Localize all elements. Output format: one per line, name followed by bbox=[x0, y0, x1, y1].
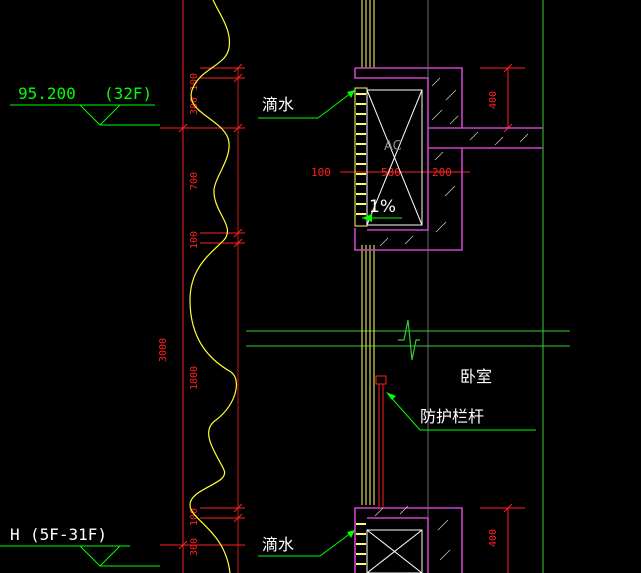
level-bottom-elevation: H bbox=[10, 525, 20, 544]
curtain-wave-line bbox=[189, 0, 238, 573]
dim-h-1: 100 bbox=[311, 166, 331, 179]
ac-unit-label: AC bbox=[384, 139, 402, 154]
dimension-lines bbox=[160, 0, 525, 573]
bedroom-label: 卧室 bbox=[460, 367, 492, 386]
dim-v-7: 300 bbox=[189, 538, 200, 556]
concrete-hatch bbox=[374, 77, 529, 561]
guard-rail bbox=[375, 375, 387, 508]
horizontal-dimension-texts: 100 580 200 bbox=[311, 166, 452, 179]
drip-label-bottom: 滴水 bbox=[262, 535, 294, 554]
dim-right-bottom: 400 bbox=[488, 529, 499, 547]
slope-label: 1% bbox=[369, 197, 396, 217]
dim-v-4: 100 bbox=[189, 231, 200, 249]
level-mark-bottom bbox=[0, 545, 160, 567]
dim-right-top: 400 bbox=[488, 91, 499, 109]
dim-h-3: 200 bbox=[432, 166, 452, 179]
dim-v-6: 100 bbox=[189, 508, 200, 526]
slope-indicator: 1% bbox=[362, 197, 402, 222]
leader-lines bbox=[258, 89, 536, 557]
dim-total-height: 3000 bbox=[158, 338, 169, 362]
leader-arrow-rail bbox=[386, 392, 396, 400]
guard-rail-label: 防护栏杆 bbox=[420, 407, 484, 426]
level-top-floor: (32F) bbox=[104, 84, 152, 103]
level-bottom-floor: (5F-31F) bbox=[30, 525, 107, 544]
leader-arrow-bottom bbox=[347, 530, 355, 538]
ac-unit bbox=[366, 89, 423, 573]
leader-arrow-top bbox=[347, 90, 355, 98]
level-top-elevation: 95.200 bbox=[18, 84, 76, 103]
drip-label-top: 滴水 bbox=[262, 95, 294, 114]
louver-slats bbox=[356, 93, 366, 565]
window-frame bbox=[354, 0, 375, 505]
dim-v-1: 100 bbox=[189, 73, 200, 91]
dim-h-2: 580 bbox=[381, 166, 401, 179]
dim-v-3: 700 bbox=[189, 172, 200, 190]
level-mark-top bbox=[10, 104, 160, 126]
dim-v-5: 1800 bbox=[189, 366, 200, 390]
ac-ledge-structure bbox=[354, 67, 543, 573]
break-symbol bbox=[398, 319, 420, 361]
